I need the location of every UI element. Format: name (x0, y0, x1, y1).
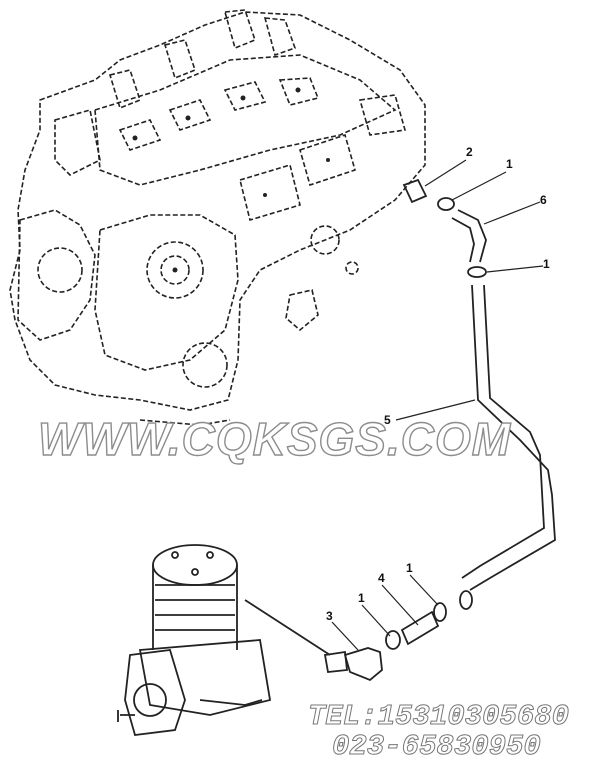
callout-5: 5 (384, 413, 391, 427)
hose-elbow (451, 209, 487, 263)
callout-1-upper: 1 (506, 157, 513, 171)
clamp-lower-b (385, 630, 401, 650)
tube-main-outer (469, 284, 556, 591)
callout-1-lower-a: 1 (406, 561, 413, 575)
tube-end (459, 590, 473, 610)
callout-1-lower-b: 1 (358, 591, 365, 605)
callout-2: 2 (466, 145, 473, 159)
tube-assembly (244, 178, 556, 682)
callout-4: 4 (378, 571, 385, 585)
elbow-fitting (343, 647, 383, 682)
tube-main-inner (461, 284, 545, 579)
air-compressor (117, 544, 272, 736)
clamp-upper (437, 197, 455, 211)
callout-6: 6 (540, 193, 547, 207)
clamp-mid (467, 266, 487, 278)
clamp-lower-a (433, 602, 447, 622)
hose-short (400, 610, 440, 646)
engine-block (9, 9, 426, 426)
leader-lines (331, 159, 544, 651)
engine-bolts (132, 87, 330, 273)
fitting-upper (402, 178, 428, 204)
callout-3: 3 (326, 609, 333, 623)
callout-1-mid: 1 (543, 257, 550, 271)
